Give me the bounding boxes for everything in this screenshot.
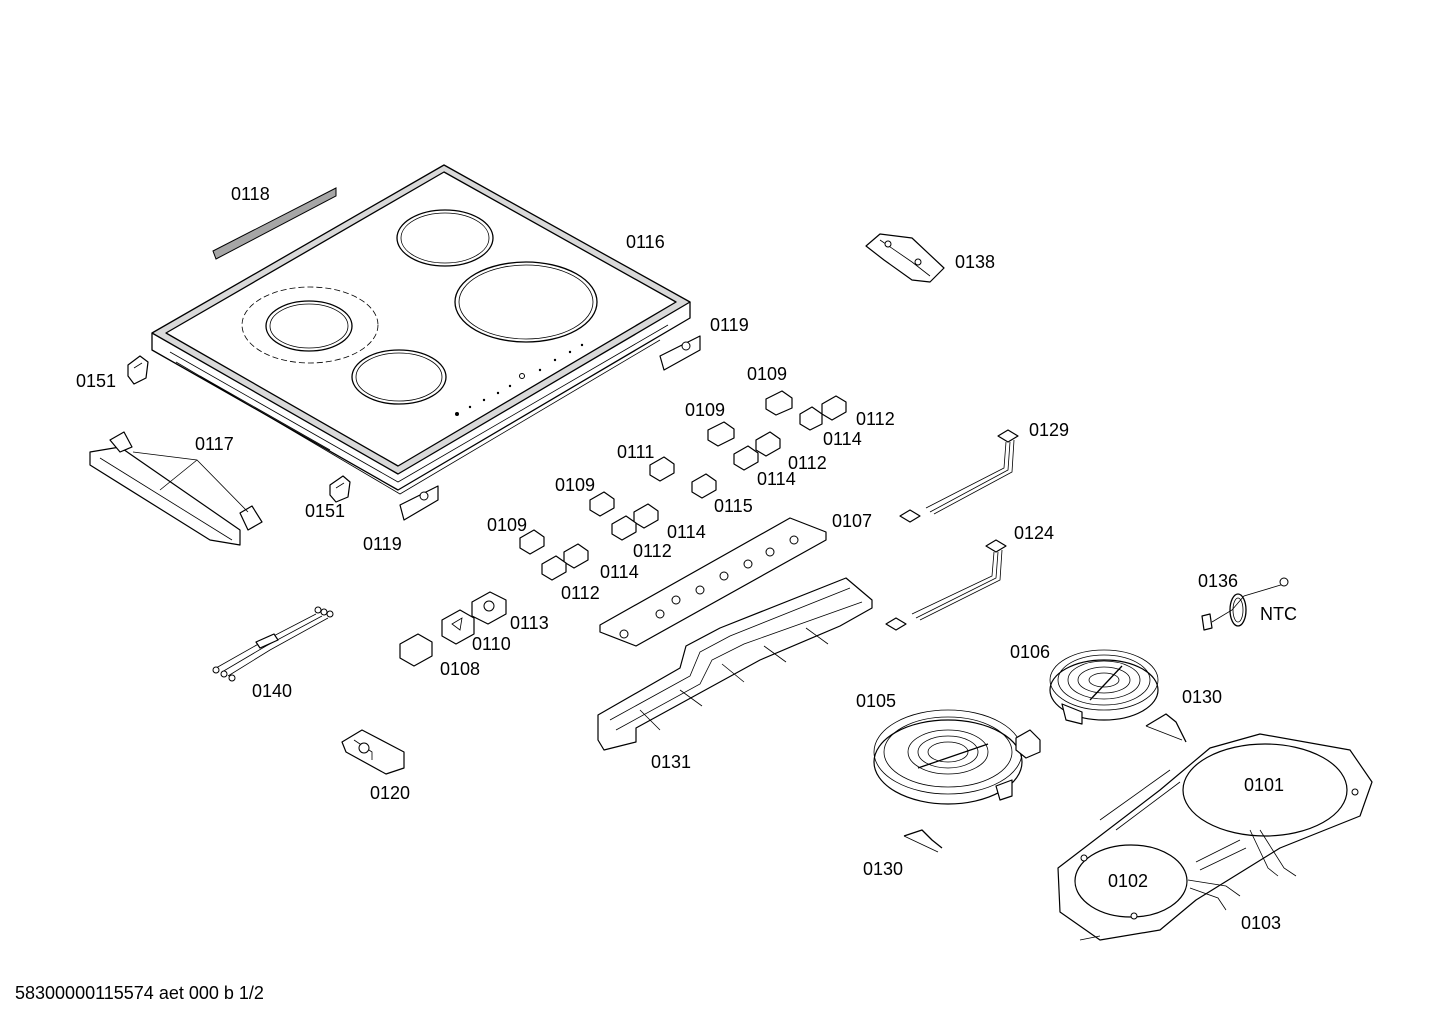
- spring-0130-right: [1145, 713, 1187, 743]
- label-0114-top: 0114: [823, 429, 862, 449]
- label-0120: 0120: [370, 783, 410, 803]
- seal-strip-0118: [212, 187, 337, 260]
- label-0119-left: 0119: [363, 534, 402, 554]
- label-ntc: NTC: [1260, 604, 1297, 624]
- label-0112-second: 0112: [788, 453, 827, 473]
- label-0124: 0124: [1014, 523, 1054, 543]
- label-0131: 0131: [651, 752, 691, 772]
- cable-0140: [212, 606, 334, 682]
- label-0110: 0110: [472, 634, 511, 654]
- label-0138: 0138: [955, 252, 995, 272]
- label-0106: 0106: [1010, 642, 1050, 662]
- label-0112-fourth: 0112: [561, 583, 600, 603]
- label-0103: 0103: [1241, 913, 1281, 933]
- label-0115: 0115: [714, 496, 753, 516]
- label-0105: 0105: [856, 691, 896, 711]
- buttons-0108-0110-0113: [399, 591, 507, 667]
- document-id-footer: 58300000115574 aet 000 b 1/2: [15, 983, 264, 1003]
- clamp-0138: [865, 233, 945, 283]
- label-0114-second: 0114: [757, 469, 796, 489]
- bracket-0119-right: [659, 335, 701, 371]
- clip-0151-left: [127, 355, 149, 385]
- label-0111: 0111: [617, 442, 654, 462]
- label-0140: 0140: [252, 681, 292, 701]
- label-0109-fourth: 0109: [487, 515, 527, 535]
- label-0130-right: 0130: [1182, 687, 1222, 707]
- label-0108: 0108: [440, 659, 480, 679]
- bracket-0119-left: [399, 485, 439, 521]
- tray-0101-0102-0103: [1057, 733, 1373, 941]
- label-0112-top: 0112: [856, 409, 895, 429]
- label-0151-right: 0151: [305, 501, 345, 521]
- clip-0151-right: [329, 475, 351, 503]
- label-0112-third: 0112: [633, 541, 672, 561]
- label-0109-second: 0109: [685, 400, 725, 420]
- cable-duct-0131: [597, 577, 873, 751]
- label-0109-top: 0109: [747, 364, 787, 384]
- label-0113: 0113: [510, 613, 549, 633]
- label-0119-right: 0119: [710, 315, 749, 335]
- harness-0129: [899, 429, 1019, 523]
- heating-element-0105: [873, 709, 1041, 805]
- label-0101: 0101: [1244, 775, 1284, 795]
- label-0117: 0117: [195, 434, 234, 454]
- holder-0120: [341, 729, 405, 775]
- label-0129: 0129: [1029, 420, 1069, 440]
- ntc-sensor-0136: [1201, 577, 1289, 631]
- label-0114-third: 0114: [667, 522, 706, 542]
- label-0107: 0107: [832, 511, 872, 531]
- heating-element-0106: [1049, 649, 1159, 725]
- rail-0117: [89, 431, 263, 546]
- label-0109-third: 0109: [555, 475, 595, 495]
- label-0136: 0136: [1198, 571, 1238, 591]
- label-0114-fourth: 0114: [600, 562, 639, 582]
- harness-0124: [885, 539, 1007, 631]
- label-0151-left: 0151: [76, 371, 116, 391]
- spring-0130-left: [903, 829, 943, 853]
- switch-caps: [519, 390, 847, 581]
- control-board-0107: [599, 517, 827, 647]
- label-0116: 0116: [626, 232, 665, 252]
- label-0102: 0102: [1108, 871, 1148, 891]
- hob-top-0116: [151, 164, 691, 495]
- label-0130-left: 0130: [863, 859, 903, 879]
- label-0118: 0118: [231, 184, 270, 204]
